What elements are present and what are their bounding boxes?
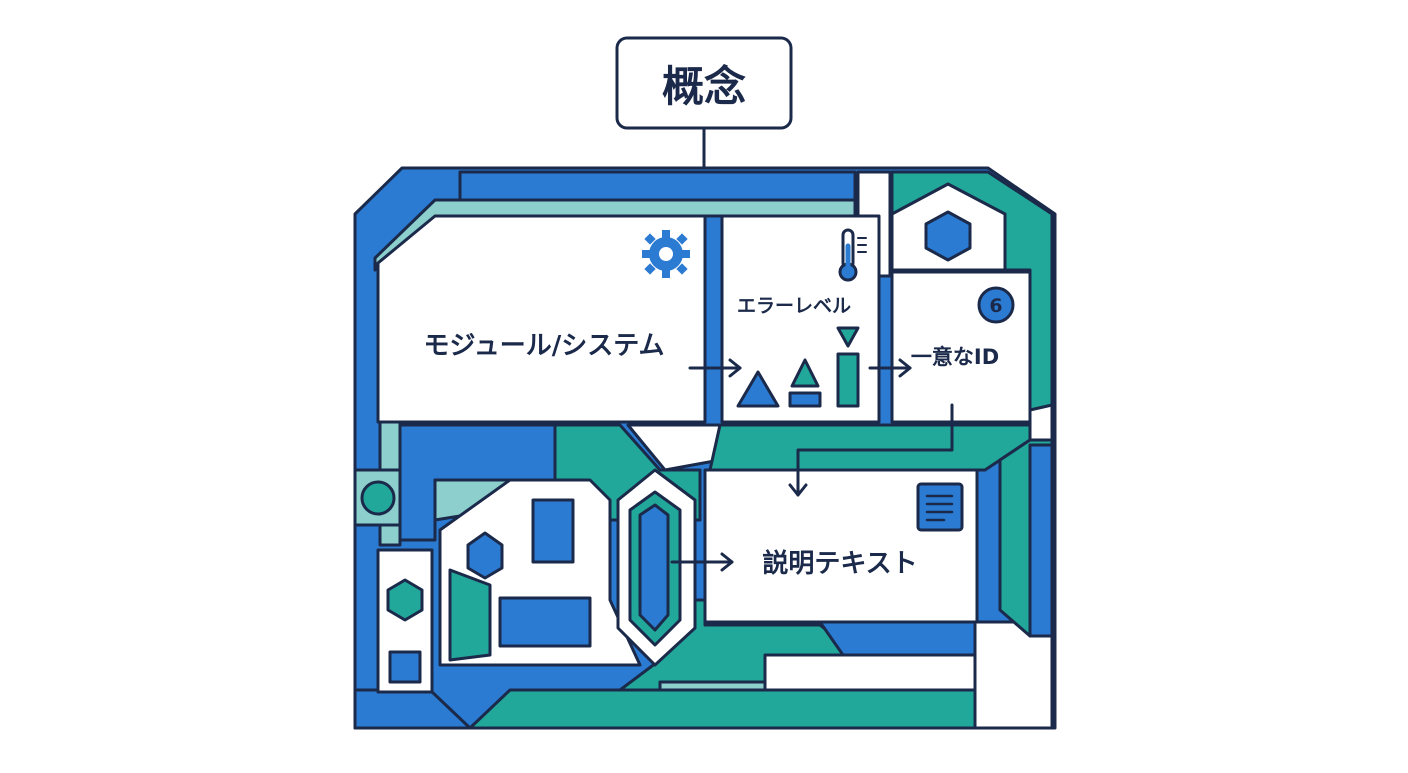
cluster-bar-icon — [531, 498, 575, 564]
circle-icon — [360, 480, 396, 516]
unique-id-label: 一意なID — [911, 345, 999, 369]
badge-number: 6 — [989, 295, 1002, 317]
badge-icon — [977, 286, 1015, 324]
triangle-low-icon — [736, 370, 780, 408]
diagram-title: 概念 — [662, 62, 746, 111]
title-box — [615, 36, 793, 130]
right-blue-strip — [1028, 443, 1054, 638]
description-label: 説明テキスト — [762, 548, 917, 579]
arrow-id-to-description — [796, 403, 954, 497]
small-hexagon-icon — [386, 578, 424, 622]
thermometer-icon — [838, 228, 867, 282]
cluster-slab — [448, 568, 492, 662]
triangle-down-icon — [836, 326, 860, 348]
arrow-error-to-id-head — [898, 358, 912, 378]
gear-icon — [642, 230, 690, 278]
arrows — [670, 358, 954, 572]
arrow-id-to-description-head — [788, 483, 808, 497]
level-bar-icon — [836, 352, 860, 408]
triangle-mid-icon — [790, 358, 820, 388]
cluster-hexagon-icon — [466, 531, 504, 580]
mid-teal-band — [708, 423, 1032, 472]
arrow-to-description-head — [720, 552, 734, 572]
cluster-rect-icon — [498, 596, 592, 648]
module-box — [376, 214, 707, 424]
arrow-module-to-error-head — [728, 358, 742, 378]
document-icon — [916, 482, 964, 532]
small-square-icon — [388, 650, 422, 684]
bottom-band-teal — [468, 688, 1032, 730]
top-band — [458, 170, 857, 202]
level-block-icon — [788, 391, 822, 408]
hexagon-icon — [924, 210, 972, 262]
module-label: モジュール/システム — [424, 331, 665, 361]
long-hexagon-core — [638, 503, 670, 632]
error-level-label: エラーレベル — [737, 295, 851, 317]
